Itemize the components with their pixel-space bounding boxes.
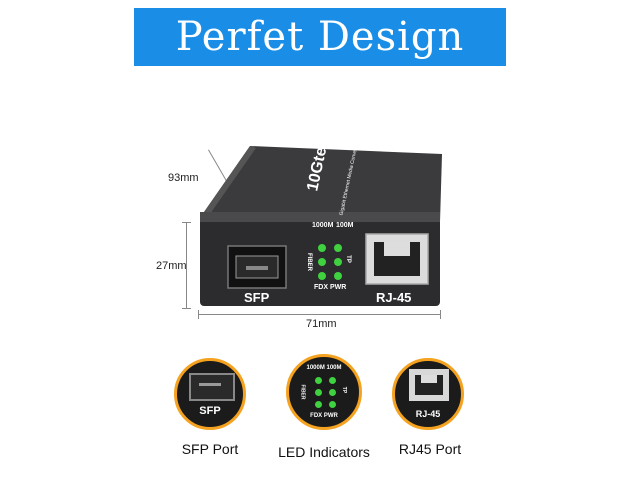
caption-sfp-port: SFP Port xyxy=(181,441,239,457)
led-label-tp: TP xyxy=(344,255,351,263)
led-100m xyxy=(334,244,342,252)
width-dimension-line xyxy=(198,314,440,315)
device-drawing xyxy=(200,146,442,306)
led-tp xyxy=(334,258,342,266)
led-fdx xyxy=(318,272,326,280)
led-pwr xyxy=(334,272,342,280)
width-dimension-tick-left xyxy=(198,310,199,319)
led-closeup-1 xyxy=(315,377,322,384)
sfp-label: SFP xyxy=(244,290,270,305)
media-converter-device: 10Gtek Gigabit Ethernet Media Converter … xyxy=(196,137,442,320)
led-closeup-4 xyxy=(329,389,336,396)
led-closeup-5 xyxy=(315,401,322,408)
width-dimension-tick-right xyxy=(440,310,441,319)
height-dimension-tick-top xyxy=(182,222,191,223)
banner-title: Perfet Design xyxy=(175,14,465,60)
rj45-closeup-pins xyxy=(421,375,437,383)
sfp-closeup-port xyxy=(189,373,235,401)
led-closeup-3 xyxy=(315,389,322,396)
led-closeup-left-label: FIBER xyxy=(299,384,306,400)
led-label-1000m: 1000M xyxy=(312,222,334,229)
depth-dimension-label: 93mm xyxy=(168,172,199,184)
sfp-closeup-label: SFP xyxy=(199,405,221,417)
sfp-closeup-latch xyxy=(199,383,221,386)
feature-led-indicators-circle: 1000M 100M FIBER TP FDX PWR xyxy=(286,354,362,430)
led-closeup-bottom-label: FDX PWR xyxy=(310,413,338,419)
title-banner: Perfet Design xyxy=(134,8,506,66)
led-label-fdx-pwr: FDX PWR xyxy=(314,284,347,291)
led-label-fiber: FIBER xyxy=(306,253,312,271)
height-dimension-line xyxy=(186,222,187,308)
led-closeup-6 xyxy=(329,401,336,408)
device-top-face xyxy=(204,146,442,222)
caption-led-indicators: LED Indicators xyxy=(278,444,370,460)
led-closeup-2 xyxy=(329,377,336,384)
feature-sfp-port-circle: SFP xyxy=(174,358,246,430)
device-top-edge xyxy=(204,146,256,214)
rj45-closeup-label: RJ-45 xyxy=(415,409,441,419)
rj45-label: RJ-45 xyxy=(376,290,412,305)
device-front-rim xyxy=(200,212,440,222)
led-fiber xyxy=(318,258,326,266)
led-closeup-top-label: 1000M 100M xyxy=(306,365,342,371)
width-dimension-label: 71mm xyxy=(306,318,337,330)
rj45-port-pins xyxy=(384,242,410,256)
height-dimension-tick-bottom xyxy=(182,308,191,309)
led-1000m xyxy=(318,244,326,252)
feature-rj45-port-circle: RJ-45 xyxy=(392,358,464,430)
caption-rj45-port: RJ45 Port xyxy=(398,441,462,457)
sfp-port-latch xyxy=(246,266,268,270)
led-closeup-right-label: TP xyxy=(341,386,348,394)
led-label-100m: 100M xyxy=(336,222,354,229)
height-dimension-label: 27mm xyxy=(156,260,187,272)
